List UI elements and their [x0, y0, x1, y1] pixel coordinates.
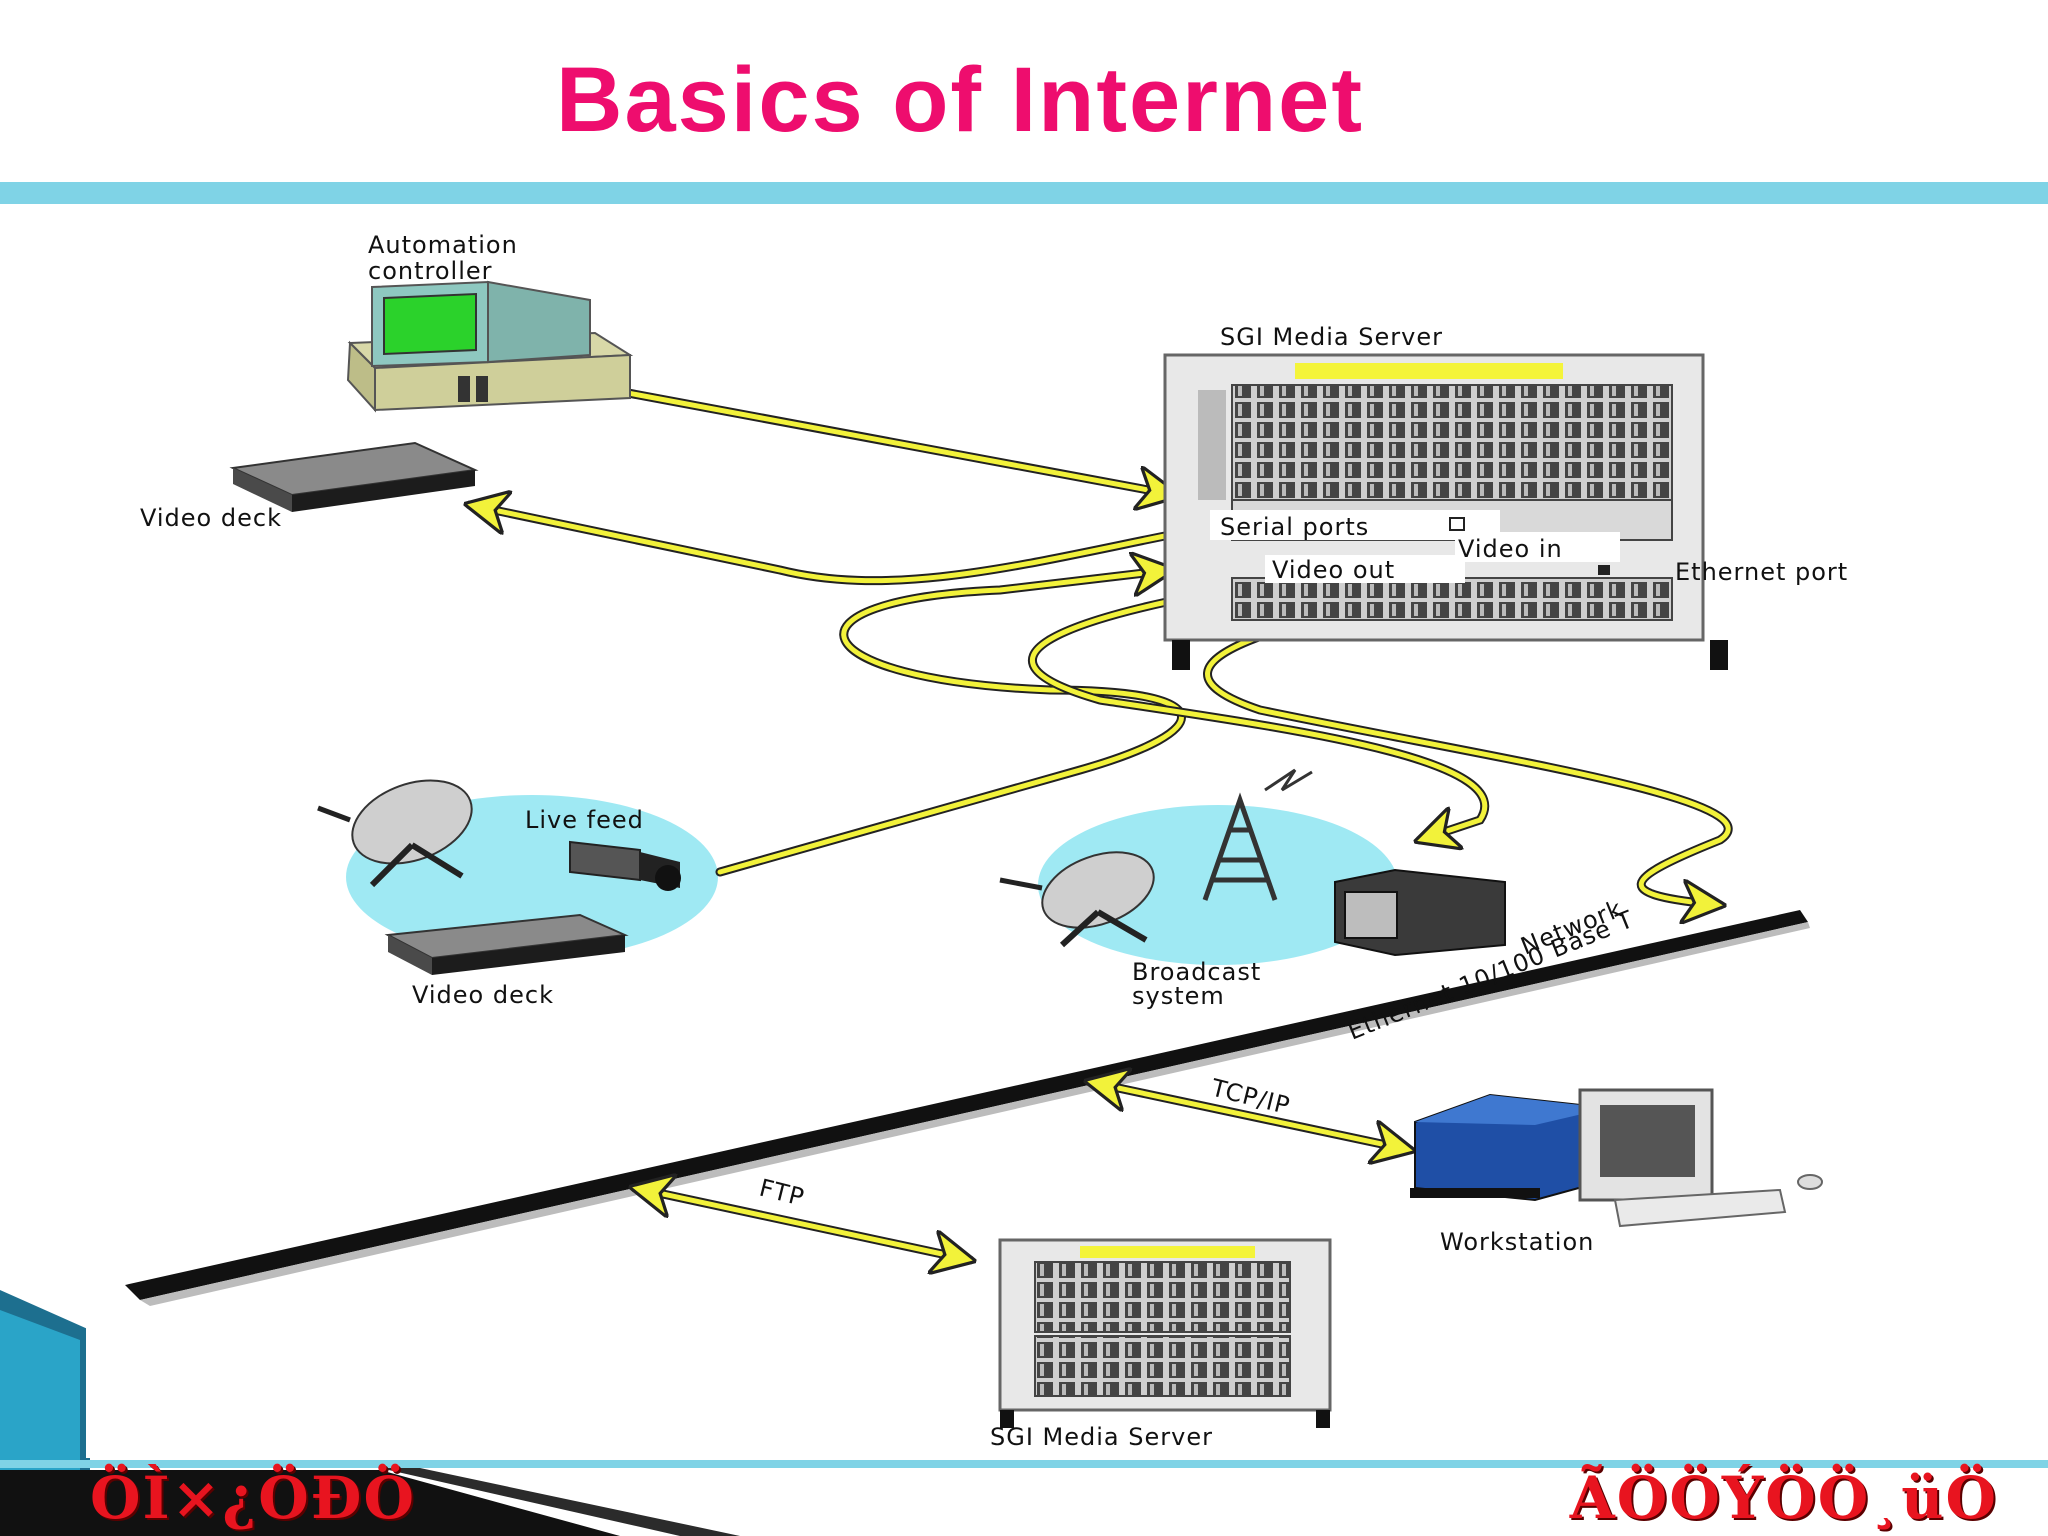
- label-sgi-server-bottom: SGI Media Server: [990, 1423, 1213, 1451]
- footer-left-text: ÖÌ×¿ÖÐÖ: [90, 1464, 416, 1532]
- broadcast-cloud: [1038, 805, 1398, 965]
- label-video-deck-bottom: Video deck: [412, 981, 554, 1009]
- label-broadcast-line2: system: [1132, 982, 1225, 1010]
- satellite-dish-right-icon: [999, 851, 1155, 948]
- footer-decoration: [0, 1290, 2048, 1536]
- label-broadcast-line1: Broadcast: [1132, 958, 1261, 986]
- sgi-media-server-bottom-icon: [998, 1238, 1332, 1428]
- slide-title: Basics of Internet: [556, 49, 1364, 151]
- footer-right-text: ÃÖÖÝÖÖ¸üÖ: [1569, 1464, 1998, 1532]
- label-ftp: FTP: [757, 1174, 808, 1212]
- label-video-in: Video in: [1458, 535, 1563, 563]
- video-camera-icon: [569, 840, 681, 891]
- sgi-media-server-top-icon: [1163, 353, 1728, 670]
- video-deck-bottom-icon: [384, 913, 629, 975]
- video-deck-top-icon: [229, 441, 479, 512]
- label-video-deck-top: Video deck: [140, 504, 282, 532]
- satellite-dish-left-icon: [317, 779, 473, 888]
- cable-tcpip: [1090, 1082, 1410, 1150]
- title-accent-rule: [0, 182, 2048, 204]
- label-ethernet-port: Ethernet port: [1675, 558, 1848, 586]
- label-live-feed: Live feed: [525, 806, 644, 834]
- label-automation-controller-line1: Automation: [368, 231, 518, 259]
- cables: [470, 380, 1733, 1260]
- label-workstation: Workstation: [1440, 1228, 1594, 1256]
- broadcast-monitor-icon: [1334, 868, 1506, 957]
- automation-controller-icon: [346, 280, 634, 413]
- label-sgi-server-top: SGI Media Server: [1220, 323, 1443, 351]
- network-backbone: [125, 910, 1810, 1306]
- cable-automation-to-server: [580, 380, 1175, 495]
- cable-ftp: [635, 1188, 970, 1260]
- label-video-out: Video out: [1272, 556, 1395, 584]
- label-automation-controller-line2: controller: [368, 257, 493, 285]
- cable-livefeed-to-server: [715, 570, 1186, 877]
- cable-videoout-to-broadcast: [1028, 580, 1490, 840]
- broadcast-tower-icon: [1202, 768, 1313, 901]
- workstation-icon: [1410, 1088, 1823, 1228]
- cable-server-to-videodeck: [470, 505, 1200, 586]
- label-serial-ports: Serial ports: [1220, 513, 1369, 541]
